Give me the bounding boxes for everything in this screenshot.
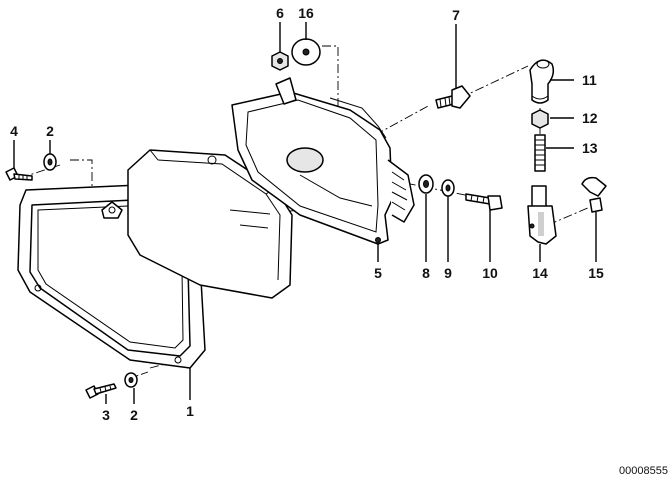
clevis-14	[527, 185, 557, 245]
part-label-6: 6	[276, 5, 284, 21]
part-label-1: 1	[186, 403, 194, 419]
washer-2-upper	[43, 153, 57, 171]
part-label-12: 12	[582, 110, 598, 126]
part-label-14: 14	[532, 265, 548, 281]
part-label-16: 16	[298, 5, 314, 21]
part-label-5: 5	[374, 265, 382, 281]
part-label-2-upper: 2	[46, 123, 54, 139]
part-label-7: 7	[452, 7, 460, 23]
ball-socket-11	[529, 59, 555, 104]
washer-2-lower	[124, 372, 138, 388]
nut-12	[531, 109, 549, 129]
screw-4	[5, 167, 33, 181]
part-label-3: 3	[102, 407, 110, 423]
part-label-4: 4	[10, 123, 18, 139]
washer-16	[291, 38, 321, 66]
part-label-2-lower: 2	[130, 407, 138, 423]
clip-15	[581, 176, 607, 213]
leader-lines	[13, 22, 597, 404]
part-label-10: 10	[482, 265, 498, 281]
washer-8	[418, 174, 434, 194]
screw-3	[85, 383, 117, 399]
part-label-11: 11	[582, 72, 597, 88]
washer-9	[441, 179, 455, 197]
part-label-9: 9	[444, 265, 452, 281]
part-label-15: 15	[588, 265, 604, 281]
screw-10	[465, 193, 503, 211]
threaded-rod-13	[534, 134, 546, 172]
part-labels: 4 2 3 2 1 5 6 16 7 8 9 10 11 12 13 14 15	[10, 5, 604, 423]
adjust-screw-7	[435, 85, 471, 109]
housing	[231, 77, 415, 245]
part-label-13: 13	[582, 140, 598, 156]
document-id: 00008555	[619, 465, 668, 477]
nut-6	[271, 51, 289, 71]
part-label-8: 8	[422, 265, 430, 281]
